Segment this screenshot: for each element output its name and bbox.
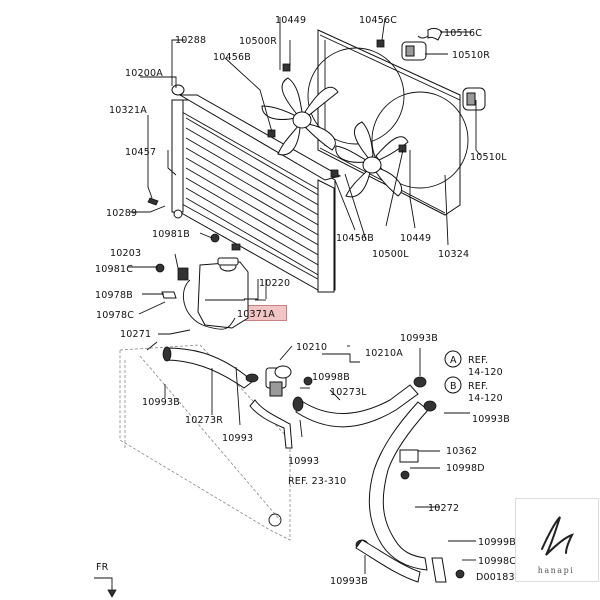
label-p10272: 10272	[428, 503, 459, 514]
label-circle-a: A	[450, 355, 457, 366]
label-p10456B-top: 10456B	[213, 52, 251, 63]
radiator-left-tank	[171, 99, 184, 213]
label-ref-a-text: REF.	[468, 355, 488, 366]
label-p10516C: 10516C	[444, 28, 482, 39]
label-p10220: 10220	[259, 278, 290, 289]
label-p10998C: 10998C	[478, 556, 516, 567]
connector-10516C	[427, 27, 443, 41]
fan-lower	[335, 121, 409, 198]
label-p10981B: 10981B	[152, 229, 190, 240]
radiator-assembly	[147, 84, 342, 293]
label-p10998D: 10998D	[446, 463, 485, 474]
label-p10321A: 10321A	[109, 105, 147, 116]
hose-branch-bottom	[355, 539, 421, 583]
label-ref-23: REF. 23-310	[288, 476, 346, 487]
clamp-10993B-left	[162, 346, 172, 362]
clamp-10993B-ref	[423, 400, 437, 412]
fan-motor-left	[462, 87, 486, 111]
label-p10510L: 10510L	[470, 152, 507, 163]
label-p10273L: 10273L	[330, 387, 367, 398]
label-ref-b-num: 14-120	[468, 393, 503, 404]
label-p10993B-ref: 10993B	[472, 414, 510, 425]
fan-upper	[261, 77, 339, 156]
label-p10510R: 10510R	[452, 50, 490, 61]
hose-10272	[368, 401, 429, 571]
label-p10203: 10203	[110, 248, 141, 259]
bolt-10456B-mid	[330, 169, 339, 178]
bolt-10981B	[210, 233, 220, 243]
clamp-10993	[245, 373, 259, 383]
label-p10981C: 10981C	[95, 264, 133, 275]
label-p10449-mid: 10449	[400, 233, 431, 244]
label-p10362: 10362	[446, 446, 477, 457]
label-circle-b: B	[450, 381, 457, 392]
label-p10210: 10210	[296, 342, 327, 353]
label-p10978C: 10978C	[96, 310, 134, 321]
bolt-10998D	[400, 470, 410, 480]
brand-logo-text: hanapi	[537, 566, 575, 575]
ref-marker-b	[444, 376, 462, 394]
label-p10271: 10271	[120, 329, 151, 340]
label-p10500R: 10500R	[239, 36, 277, 47]
label-p10993B-right: 10993B	[400, 333, 438, 344]
label-p10456B-mid: 10456B	[336, 233, 374, 244]
clamp-10993B-right	[413, 376, 427, 388]
clip-10203-top	[231, 243, 241, 251]
bolt-10456C	[376, 39, 385, 48]
bolt-10998B	[303, 376, 313, 386]
label-p10371A: 10371A	[237, 309, 275, 320]
label-p10289: 10289	[106, 208, 137, 219]
clamp-10993-mid	[292, 396, 304, 412]
label-p10999B: 10999B	[478, 537, 516, 548]
clip-10978B	[161, 291, 177, 299]
bracket-10203	[177, 267, 189, 281]
label-ref-b-text: REF.	[468, 381, 488, 392]
label-p10993B-bottom: 10993B	[330, 576, 368, 587]
bolt-10449-top	[282, 63, 291, 72]
radiator-top-rail	[178, 94, 342, 181]
label-p10993-low: 10993	[288, 456, 319, 467]
part-labels: 10449 10456C 10516C 10288 10500R 10510R 10200A…	[95, 15, 516, 587]
label-p10978B: 10978B	[95, 290, 133, 301]
label-p10210A: 10210A	[365, 348, 403, 359]
brand-logo	[515, 498, 599, 582]
bracket-10362	[399, 449, 419, 463]
reservoir-tank	[197, 257, 249, 329]
label-p10200A: 10200A	[125, 68, 163, 79]
drain-plug	[173, 209, 183, 219]
label-p10457: 10457	[125, 147, 156, 158]
label-p10500L: 10500L	[372, 249, 409, 260]
bolt-10981C	[155, 263, 165, 273]
label-p10449-top: 10449	[275, 15, 306, 26]
hose-10273R	[164, 347, 253, 389]
front-direction-arrow	[94, 577, 117, 598]
leader-lines	[128, 17, 481, 574]
label-p10993: 10993	[222, 433, 253, 444]
logo-mark-icon	[541, 516, 574, 556]
ref-marker-a	[444, 350, 462, 368]
radiator-right-tank	[317, 179, 335, 293]
label-drawing-id: D00183	[476, 572, 515, 583]
label-fr: FR	[96, 562, 109, 573]
bracket-10999B	[431, 557, 447, 583]
fan-motor-right	[401, 41, 427, 61]
thermostat-housing-10210	[265, 365, 292, 397]
label-p10998B: 10998B	[312, 372, 350, 383]
radiator-cap	[171, 84, 185, 96]
radiator-core	[181, 111, 326, 284]
bolt-10289	[147, 197, 159, 206]
label-p10456C: 10456C	[359, 15, 397, 26]
label-p10993B-left: 10993B	[142, 397, 180, 408]
hose-10273L	[295, 384, 419, 428]
label-p10324: 10324	[438, 249, 469, 260]
engine-outline	[119, 344, 291, 541]
label-p10288: 10288	[175, 35, 206, 46]
overflow-hose-10371A	[182, 279, 236, 330]
bolt-10998C	[455, 569, 465, 579]
label-ref-a-num: 14-120	[468, 367, 503, 378]
label-p10273R: 10273R	[185, 415, 223, 426]
pipe-ref-23-310	[249, 399, 293, 449]
